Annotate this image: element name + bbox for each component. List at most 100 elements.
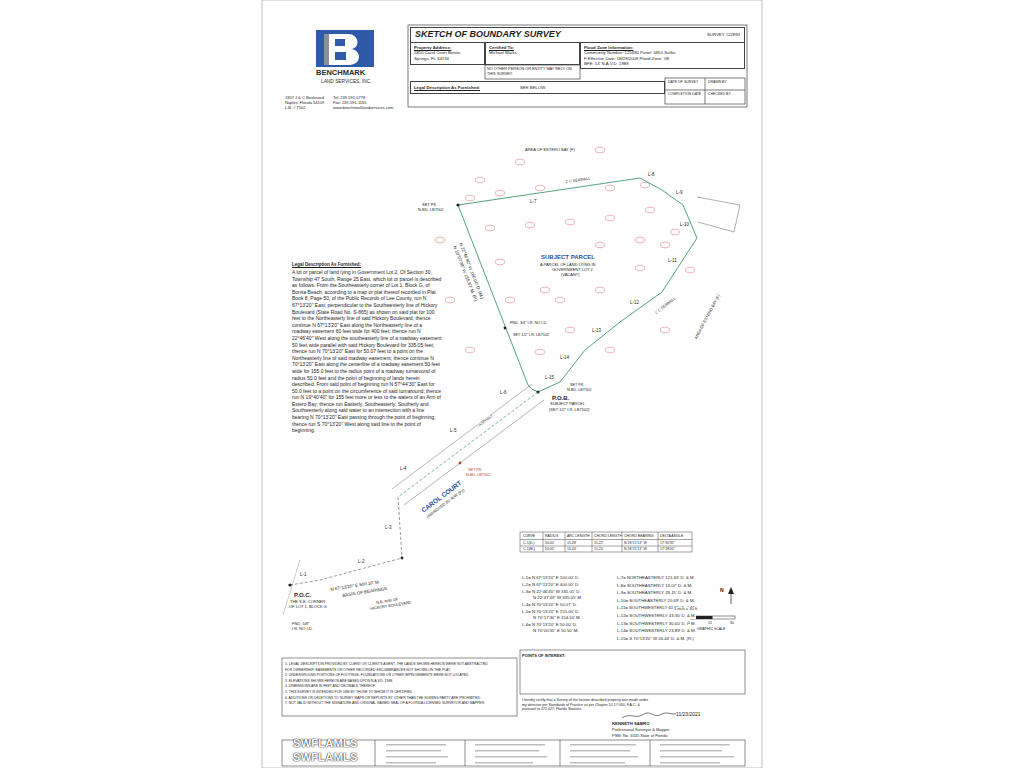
header-outline: [408, 25, 747, 107]
survey-label: NO OTHER PERSON OR ENTITY MAY RELY ON TH…: [487, 67, 579, 77]
survey-label: A lot or parcel of land lying in Governm…: [292, 269, 442, 434]
elevation-oval: [646, 207, 655, 213]
survey-label: 0: [688, 621, 690, 625]
survey-label: L-5= N 70°13'20" E 155.00' D.: [522, 610, 579, 615]
scale-bar: [690, 616, 735, 619]
survey-label: 4. DIMENSIONS ARE IN FEET AND DECIMALS T…: [285, 685, 376, 689]
survey-label: 5. THIS SURVEY IS INTENDED FOR USE BY TH…: [285, 691, 413, 695]
survey-label: CHORD BEARING: [624, 534, 654, 538]
tiny-entry: [570, 750, 630, 752]
table-rule: [560, 740, 561, 766]
elevation-marks: [436, 147, 695, 355]
elevation-oval: [636, 237, 645, 243]
north-arrow-head: [728, 587, 734, 594]
notes-box: [282, 658, 517, 716]
elevation-oval: [541, 287, 550, 293]
watermark: SWFLAMLS: [293, 751, 358, 764]
cell-text: Community Number: 125680 Panel: 0851 Suf…: [584, 50, 679, 67]
survey-label: L-7= NORTHEASTERLY 121.63' D. & M.: [617, 576, 695, 581]
survey-label: FND. 3/4" I.R. NO I.D.: [510, 321, 547, 325]
survey-label: L-6: [500, 390, 507, 395]
logo-letter-hole: [335, 52, 346, 60]
survey-label: POINTS OF INTEREST:: [522, 654, 565, 659]
table-rule: [592, 532, 593, 552]
header-cell: Property Address:5850 Carol Court Bonita…: [410, 42, 485, 65]
survey-label: L-15= S 70°13'20" W 24.44' D. & M. (R.): [617, 637, 694, 642]
elevation-oval: [516, 159, 525, 165]
survey-label: 50.00': [545, 541, 554, 545]
tiny-entry: [386, 744, 446, 746]
survey-label: 15.24': [567, 547, 576, 551]
survey-label: SUBJECT PARCEL: [541, 254, 595, 261]
survey-label: C-1(M.): [523, 547, 535, 551]
tiny-entry: [475, 756, 547, 758]
survey-label: I.R. NO I.D.: [292, 627, 313, 632]
table-rule: [650, 740, 651, 766]
survey-label: www.benchmarklandservices.com: [333, 106, 393, 111]
survey-label: L-10: [680, 222, 689, 227]
elevation-oval: [486, 225, 495, 231]
survey-label: RADIUS: [545, 534, 558, 538]
cell-heading: Certified To:: [489, 45, 576, 51]
company-logo: [316, 30, 374, 67]
scale-and-north: [690, 587, 735, 619]
survey-label: L-13: [592, 328, 601, 333]
survey-label: P.O.B.: [552, 395, 569, 402]
survey-marker: [504, 327, 507, 330]
survey-label: (VACANT): [561, 273, 580, 278]
elevation-oval: [476, 177, 485, 183]
abbreviation-marks: [386, 744, 734, 764]
elevation-oval: [636, 265, 645, 271]
elevation-oval: [596, 287, 605, 293]
parcel-boundary: [456, 178, 740, 394]
survey-label: KENNETH SABRO: [612, 722, 649, 727]
survey-label: L-11: [668, 258, 677, 263]
table-rule: [705, 78, 706, 104]
cell-text: Michael Marks: [489, 50, 576, 56]
survey-label: L-8: [648, 172, 655, 177]
survey-marker: [401, 557, 404, 560]
survey-label: L-14: [560, 355, 569, 360]
elevation-oval: [526, 222, 535, 228]
cell-heading: SKETCH OF BOUNDARY SURVEY: [415, 29, 561, 41]
header-cell: SKETCH OF BOUNDARY SURVEYSURVEY #22893: [410, 27, 745, 43]
survey-label: N 22°47'43" W 335.05' M.: [533, 596, 582, 601]
survey-label: L-3= N 22°46'40" W 335.05' D.: [522, 590, 581, 595]
survey-label: 30: [730, 621, 734, 625]
elevation-oval: [536, 185, 545, 191]
survey-label: L-7: [530, 199, 537, 204]
survey-label: AREA OF ESTERO BAY (F): [525, 148, 575, 153]
table-rule: [520, 539, 692, 540]
survey-label: L-9= SOUTHEASTERLY 28.15' D. & M.: [617, 591, 692, 596]
survey-label: Fax: 239-591-1165: [333, 101, 367, 106]
survey-label: PSM. No. 6345 State of Florida: [612, 734, 667, 739]
survey-label: THE S.E. CORNER: [290, 600, 325, 605]
survey-label: FOR OWNERSHIP, EASEMENTS OR OTHER RECORD…: [285, 669, 451, 673]
survey-label: N.BD. LB7502: [466, 473, 490, 477]
survey-label: N 28°21'13" W: [624, 547, 647, 551]
survey-label: SET 1/2" I.R. LB7502: [513, 333, 549, 337]
elevation-oval: [641, 182, 650, 188]
survey-label: L-9: [676, 190, 683, 195]
survey-label: L.B. # 7502: [285, 106, 305, 111]
elevation-oval: [466, 347, 475, 353]
cell-heading: Flood Zone Information:: [584, 45, 741, 51]
survey-label: L-4: [400, 466, 407, 471]
survey-label: Legal Description As Furnished:: [292, 262, 361, 267]
table-outline: [520, 532, 692, 552]
elevation-oval: [556, 297, 565, 303]
survey-label: COMPLETION DATE: [668, 92, 701, 96]
tie-line: [290, 558, 402, 585]
elevation-oval: [496, 259, 505, 265]
survey-label: 15.28': [567, 541, 576, 545]
tiny-entry: [475, 762, 533, 764]
survey-label: L-3: [385, 525, 392, 530]
tiny-entry: [386, 756, 448, 758]
elevation-oval: [436, 237, 445, 243]
date-table: [665, 78, 745, 104]
table-rule: [465, 740, 466, 766]
survey-label: L-15: [545, 375, 554, 380]
page-sheet: [262, 0, 762, 768]
survey-label: P.O.C.: [294, 592, 311, 599]
survey-label: CURVE: [523, 534, 535, 538]
